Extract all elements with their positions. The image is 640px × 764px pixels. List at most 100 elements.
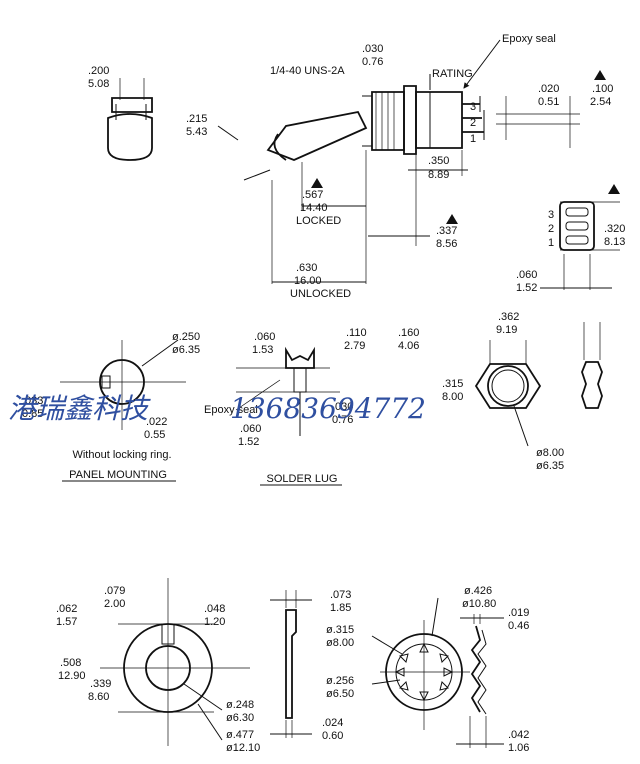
side-pin-1: 1 — [548, 237, 554, 249]
revision-triangle-2 — [311, 178, 323, 188]
dim-315b-mm: ø8.00 — [326, 637, 354, 649]
pin-3-label: 3 — [470, 101, 476, 113]
dim-079-in: .079 — [104, 585, 125, 597]
dim-800-mm: ø6.35 — [536, 460, 564, 472]
dim-033-in: .033 — [22, 395, 43, 407]
dim-160-in: .160 — [398, 327, 419, 339]
panel-mounting-title: PANEL MOUNTING — [69, 469, 167, 481]
dim-060c-in: .060 — [240, 423, 261, 435]
dim-060b-in: .060 — [254, 331, 275, 343]
dim-022-mm: 0.55 — [144, 429, 165, 441]
dim-215-mm: 5.43 — [186, 126, 207, 138]
washer-side-profile — [270, 590, 312, 738]
dim-320-in: .320 — [604, 223, 625, 235]
dim-060c-mm: 1.52 — [238, 436, 259, 448]
locked-label: LOCKED — [296, 215, 341, 227]
dim-110-in: .110 — [346, 327, 367, 339]
dim-315b-in: ø.315 — [326, 624, 354, 636]
dim-024-mm: 0.60 — [322, 730, 343, 742]
dim-160-mm: 4.06 — [398, 340, 419, 352]
dim-200-in: .200 — [88, 65, 109, 77]
dim-339-mm: 8.60 — [88, 691, 109, 703]
dim-350-in: .350 — [428, 155, 449, 167]
hex-nut-side — [581, 322, 603, 409]
revision-triangle-1 — [594, 70, 606, 80]
dim-567-mm: 14.40 — [300, 202, 328, 214]
dim-256-in: ø.256 — [326, 675, 354, 687]
dim-033-mm: 0.85 — [22, 408, 43, 420]
dim-062-in: .062 — [56, 603, 77, 615]
dim-339-in: .339 — [90, 678, 111, 690]
side-pin-3: 3 — [548, 209, 554, 221]
dim-477-in: ø.477 — [226, 729, 254, 741]
dim-048-in: .048 — [204, 603, 225, 615]
dim-250-in: ø.250 — [172, 331, 200, 343]
switch-side-view — [266, 85, 485, 161]
lock-washer-side — [456, 614, 504, 748]
dim-019-mm: 0.46 — [508, 620, 529, 632]
solder-lug-detail — [235, 346, 340, 436]
dim-019-in: .019 — [508, 607, 529, 619]
dim-630-in: .630 — [296, 262, 317, 274]
dim-020-mm: 0.51 — [538, 96, 559, 108]
dim-567-in: .567 — [302, 189, 323, 201]
dim-315a-mm: 8.00 — [442, 391, 463, 403]
pin-2-label: 2 — [470, 117, 476, 129]
dim-110-mm: 2.79 — [344, 340, 365, 352]
pin-1-label: 1 — [470, 133, 476, 145]
side-pin-2: 2 — [548, 223, 554, 235]
dim-030b-in: .030 — [332, 401, 353, 413]
thread-spec: 1/4-40 UNS-2A — [270, 65, 345, 77]
unlocked-label: UNLOCKED — [290, 288, 351, 300]
dim-350-mm: 8.89 — [428, 169, 449, 181]
dim-215-in: .215 — [186, 113, 207, 125]
dim-315a-in: .315 — [442, 378, 463, 390]
dim-630-mm: 16.00 — [294, 275, 322, 287]
dim-030b-mm: 0.76 — [332, 414, 353, 426]
dim-800-in: ø8.00 — [536, 447, 564, 459]
dim-100-mm: 2.54 — [590, 96, 611, 108]
dim-060-in: .060 — [516, 269, 537, 281]
solder-lug-title: SOLDER LUG — [267, 473, 338, 485]
dim-079-mm: 2.00 — [104, 598, 125, 610]
without-locking-ring-note: Without locking ring. — [72, 449, 171, 461]
dim-100-in: .100 — [592, 83, 613, 95]
watermark-company: 港瑞鑫科技 — [8, 392, 151, 425]
watermark-phone: 13683694772 — [230, 392, 426, 425]
mounting-washer — [100, 578, 250, 746]
dim-073-in: .073 — [330, 589, 351, 601]
dim-022-in: .022 — [146, 416, 167, 428]
terminal-end-view — [559, 201, 620, 290]
dim-024-in: .024 — [322, 717, 343, 729]
dim-200-mm: 5.08 — [88, 78, 109, 90]
dim-073-mm: 1.85 — [330, 602, 351, 614]
dim-248-mm: ø6.30 — [226, 712, 254, 724]
revision-triangle-3 — [446, 214, 458, 224]
dim-048-mm: 1.20 — [204, 616, 225, 628]
dim-362-mm: 9.19 — [496, 324, 517, 336]
dim-508-in: .508 — [60, 657, 81, 669]
dim-250-mm: ø6.35 — [172, 344, 200, 356]
dim-426-in: ø.426 — [464, 585, 492, 597]
rating-label: RATING — [432, 68, 473, 80]
dim-060-mm: 1.52 — [516, 282, 537, 294]
dim-477-mm: ø12.10 — [226, 742, 260, 754]
dim-020-in: .020 — [538, 83, 559, 95]
dim-426-mm: ø10.80 — [462, 598, 496, 610]
lever-front-view — [107, 78, 153, 161]
lock-washer — [371, 597, 470, 730]
dim-062-mm: 1.57 — [56, 616, 77, 628]
panel-mounting-hole — [60, 339, 186, 430]
dim-042-in: .042 — [508, 729, 529, 741]
dim-060b-mm: 1.53 — [252, 344, 273, 356]
dim-337-mm: 8.56 — [436, 238, 457, 250]
dim-248-in: ø.248 — [226, 699, 254, 711]
epoxy-seal-lug-label: Epoxy seal — [204, 404, 258, 416]
dim-337-in: .337 — [436, 225, 457, 237]
revision-triangle-4 — [608, 184, 620, 194]
dim-030-mm: 0.76 — [362, 56, 383, 68]
dim-256-mm: ø6.50 — [326, 688, 354, 700]
hex-nut-front — [474, 340, 542, 447]
